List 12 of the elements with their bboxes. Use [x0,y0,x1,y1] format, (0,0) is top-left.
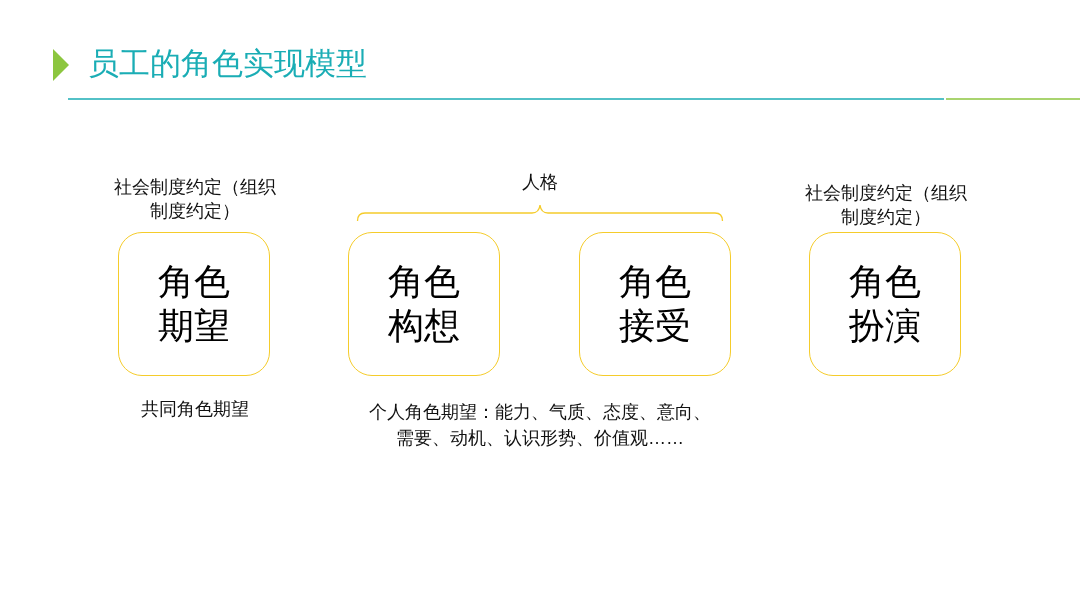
box-label: 角色接受 [618,260,692,348]
side-note: 社会制度约定（组织制度约定） [804,182,968,229]
role-box [348,232,500,376]
title: 员工的角色实现模型 [88,45,367,83]
box-label: 角色构想 [387,260,461,348]
side-note: 共同角色期望 [140,398,250,421]
side-note: 社会制度约定（组织制度约定） [113,176,277,223]
note-text: 个人角色期望：能力、气质、态度、意向、需要、动机、认识形势、价值观…… [368,401,712,450]
brace-label: 人格 [521,171,559,194]
box-label: 角色期望 [157,260,231,348]
box-label: 角色扮演 [848,260,922,348]
role-box [579,232,731,376]
